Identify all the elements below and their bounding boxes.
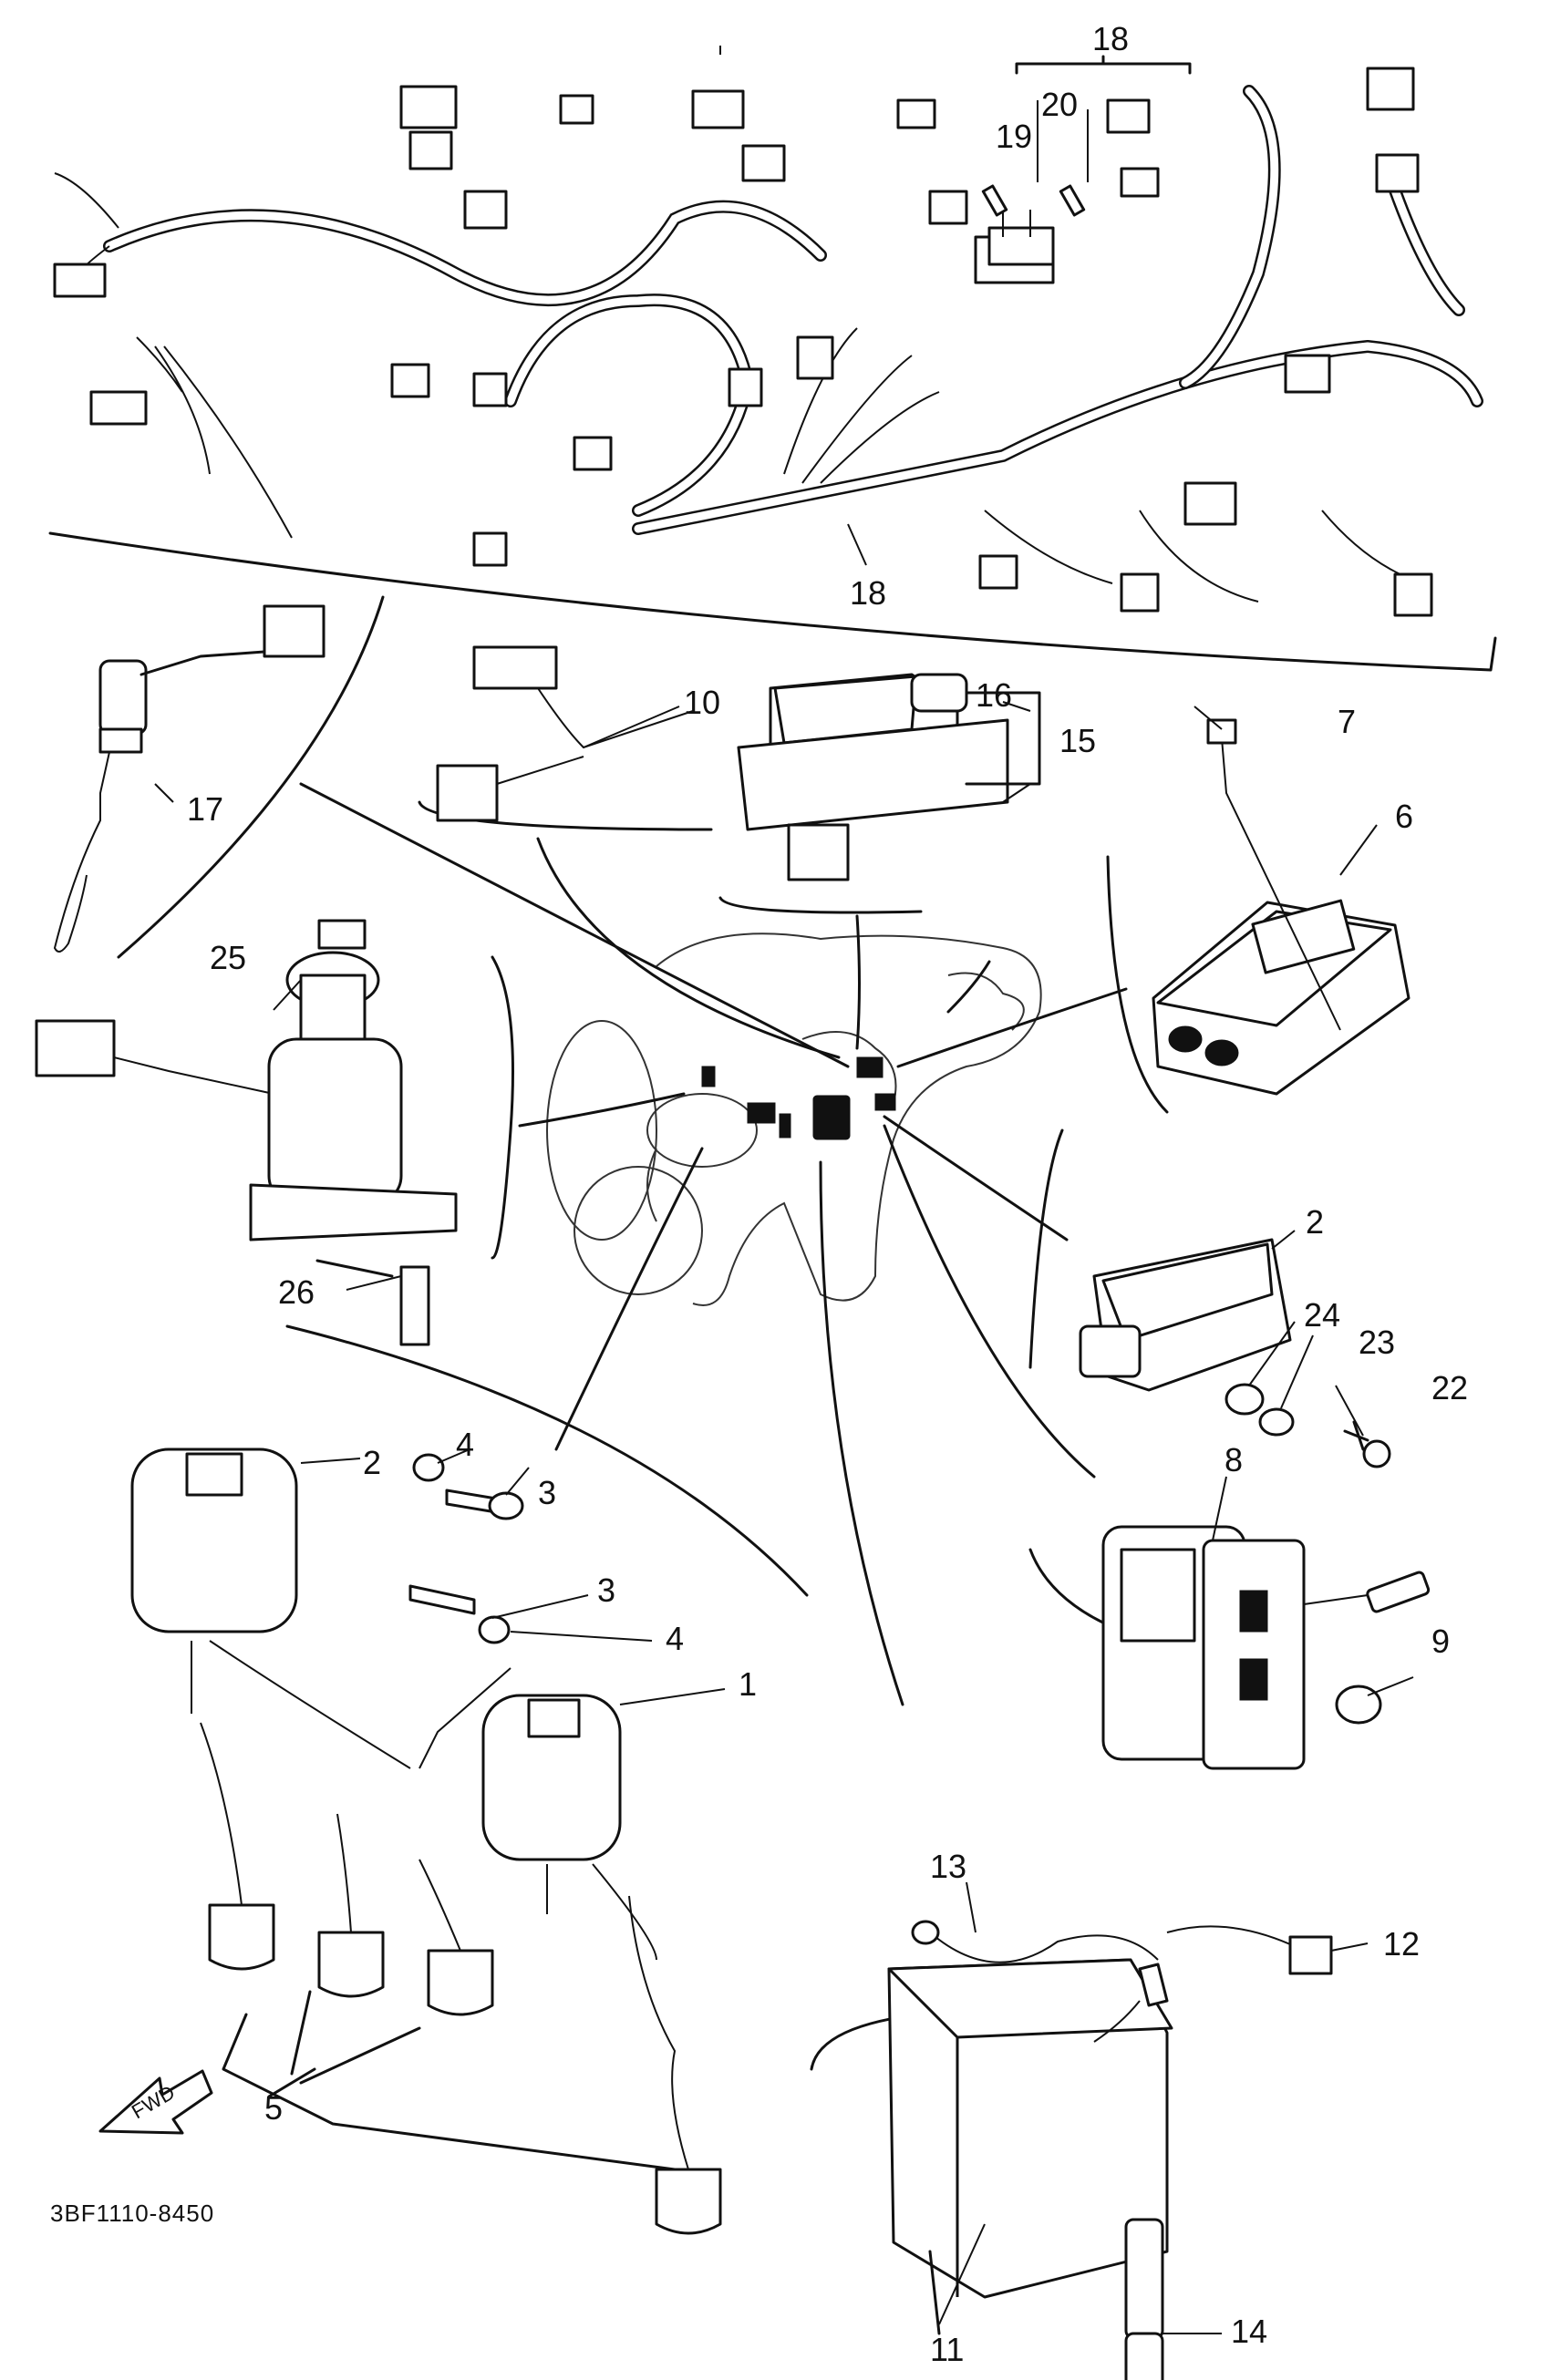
callout-labels: 18 20 19 18 10 16 15 7 6 17 25 26 2 24 2… bbox=[187, 20, 1468, 2368]
callout-23: 23 bbox=[1359, 1324, 1395, 1361]
callout-20: 20 bbox=[1041, 86, 1078, 123]
forward-direction-arrow: FWD bbox=[98, 2069, 213, 2135]
main-switch-assembly bbox=[35, 919, 514, 1346]
ignition-coil-assembly bbox=[130, 1324, 809, 2235]
battery-assembly bbox=[810, 1920, 1333, 2380]
callout-3-middle: 3 bbox=[597, 1571, 615, 1609]
callout-14: 14 bbox=[1231, 2313, 1267, 2350]
callout-4-top: 4 bbox=[456, 1426, 474, 1463]
callout-9: 9 bbox=[1431, 1623, 1450, 1660]
callout-21: 2 bbox=[1306, 1203, 1324, 1241]
callout-13: 13 bbox=[930, 1848, 966, 1885]
motorcycle-outline bbox=[546, 932, 1042, 1306]
callout-5: 5 bbox=[264, 2089, 283, 2127]
callout-12: 12 bbox=[1383, 1925, 1420, 1963]
neutral-switch-assembly bbox=[53, 595, 385, 959]
wire-harness bbox=[48, 55, 1497, 672]
callout-15: 15 bbox=[1059, 722, 1096, 759]
callout-26: 26 bbox=[278, 1273, 315, 1311]
cdi-unit-assembly bbox=[1106, 718, 1410, 1114]
callout-18-bottom: 18 bbox=[850, 574, 886, 612]
reference-code: 3BF1110-8450 bbox=[50, 2200, 214, 2227]
callout-22: 22 bbox=[1431, 1369, 1468, 1406]
callout-8: 8 bbox=[1224, 1441, 1243, 1478]
callout-19: 19 bbox=[996, 118, 1032, 155]
callout-16: 16 bbox=[976, 676, 1012, 714]
callout-7: 7 bbox=[1338, 703, 1356, 740]
callout-25: 25 bbox=[210, 939, 246, 976]
mounting-leader-lines bbox=[299, 782, 1128, 1706]
regulator-assembly bbox=[1028, 1128, 1391, 1468]
callout-11: 11 bbox=[930, 2331, 964, 2368]
starter-relay-assembly bbox=[718, 673, 1041, 914]
callout-17: 17 bbox=[187, 790, 223, 828]
callout-24: 24 bbox=[1304, 1296, 1340, 1334]
callout-leaders bbox=[154, 46, 1414, 2334]
sub-harness bbox=[418, 645, 713, 831]
callout-3-top: 3 bbox=[538, 1474, 556, 1511]
callout-4-bottom: 4 bbox=[666, 1620, 684, 1657]
callout-2-left: 2 bbox=[363, 1444, 381, 1481]
callout-1: 1 bbox=[739, 1665, 757, 1703]
frame-mounting-points bbox=[701, 1056, 896, 1140]
starter-motor-relay-assembly bbox=[1028, 1525, 1431, 1770]
callout-18-top: 18 bbox=[1092, 20, 1129, 57]
callout-10: 10 bbox=[684, 684, 720, 721]
callout-6: 6 bbox=[1395, 798, 1413, 835]
